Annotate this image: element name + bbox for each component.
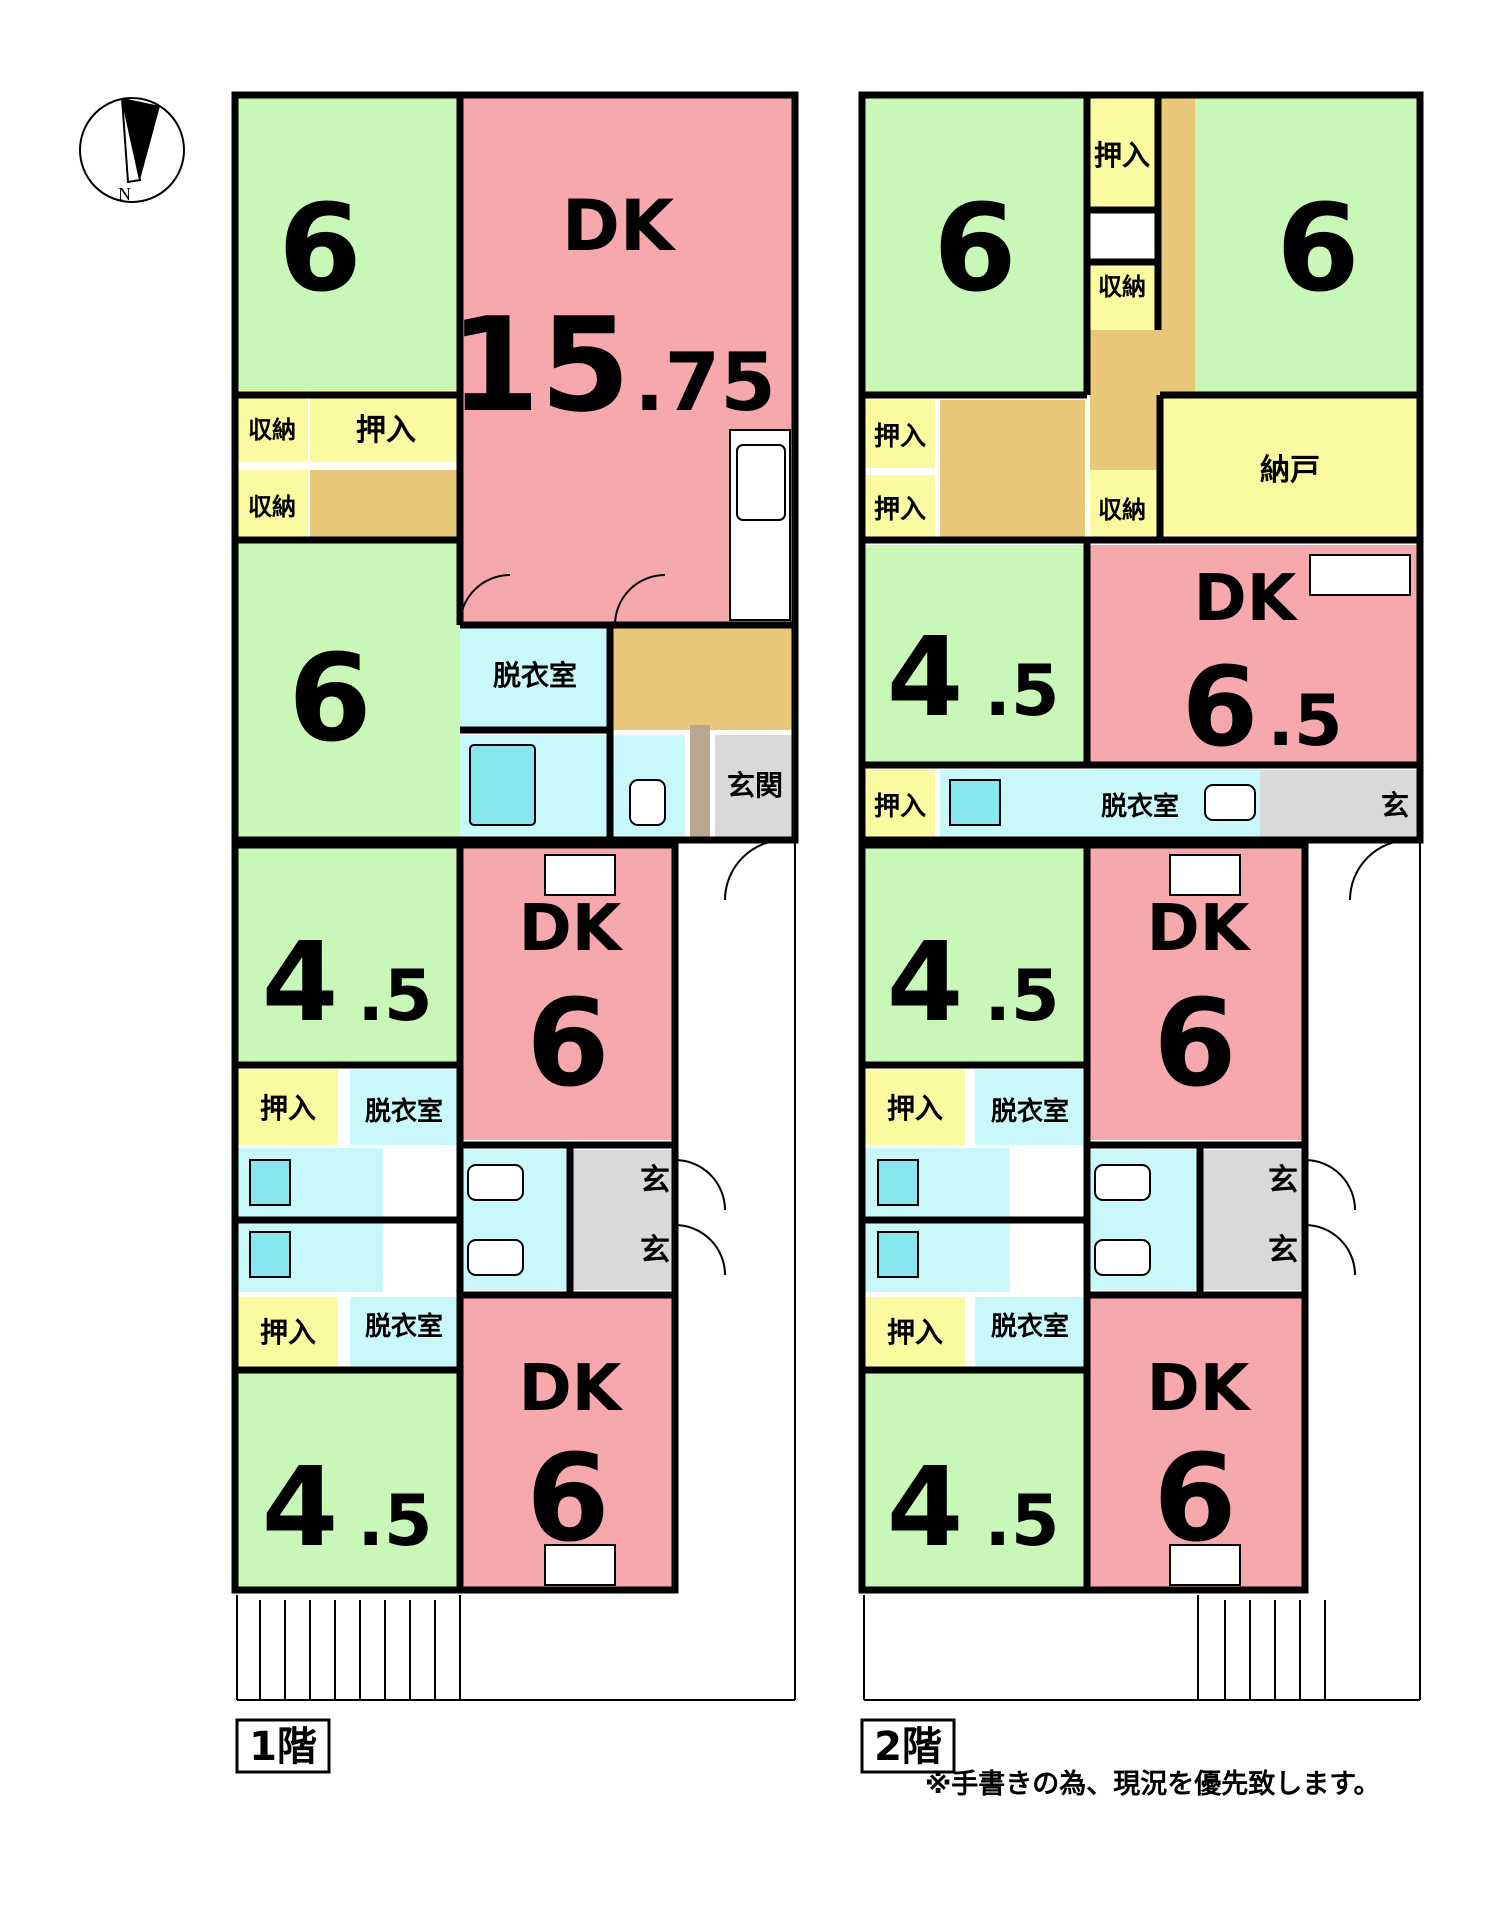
f1-datsui-top: 脱衣室 — [493, 659, 577, 692]
f1-oshiire-a: 押入 — [356, 413, 416, 448]
f1-dk-top-size-dec: .75 — [634, 336, 776, 429]
f1-unit2-dk-size: 6 — [526, 1430, 610, 1569]
floor1-label-box: 1階 — [235, 1718, 331, 1774]
f2-unit1-dk-size: 6 — [1153, 975, 1237, 1114]
f1-shuno-a: 収納 — [248, 416, 296, 444]
f2-unit2-dk-label: DK — [1147, 1352, 1252, 1426]
f2-west-mid-size-int: 4 — [887, 613, 964, 741]
north-label: N — [118, 184, 131, 204]
f1-unit1-room-size-int: 4 — [262, 918, 339, 1046]
f2-dk-mid-size-int: 6 — [1182, 643, 1259, 771]
f2-unit1-dk-label: DK — [1147, 892, 1252, 966]
f1-unit2-oshiire: 押入 — [260, 1316, 316, 1349]
f2-nando: 納戸 — [1260, 453, 1320, 488]
f1-unit2-room-size-dec: .5 — [357, 1480, 432, 1562]
f1-west-mid-room-size: 6 — [288, 630, 372, 769]
f2-datsui-mid: 脱衣室 — [1101, 791, 1179, 822]
floor1-plan: 6 DK 15 .75 収納 押入 収納 6 脱衣室 玄関 4 .5 DK 6 … — [231, 91, 799, 1701]
f2-unit1-room-size-int: 4 — [887, 918, 964, 1046]
f1-unit1-oshiire: 押入 — [260, 1092, 316, 1125]
f1-unit2-room-size-int: 4 — [262, 1443, 339, 1571]
f2-shuno-b: 収納 — [1098, 496, 1146, 524]
f1-unit1-room-size-dec: .5 — [357, 955, 432, 1037]
f1-dk-top-size-int: 15 — [450, 289, 631, 441]
f2-unit2-oshiire: 押入 — [887, 1316, 943, 1349]
f2-dk-mid-size-dec: .5 — [1267, 680, 1342, 762]
f1-west-top-room-size: 6 — [278, 180, 362, 319]
f2-unit2-dk-size: 6 — [1153, 1430, 1237, 1569]
f1-genkan: 玄関 — [727, 769, 783, 802]
f2-oshiire-a: 押入 — [874, 422, 926, 452]
disclaimer-note: ※手書きの為、現況を優先致します。 — [925, 1769, 1381, 1800]
f1-dk-top-label: DK — [562, 185, 677, 267]
f2-unit1-room-size-dec: .5 — [984, 955, 1059, 1037]
f1-unit1-dk-size: 6 — [526, 975, 610, 1114]
f2-unit1-oshiire: 押入 — [887, 1092, 943, 1125]
f2-oshiire-b: 押入 — [874, 495, 926, 525]
f2-oshiire-top: 押入 — [1094, 139, 1150, 172]
f2-unit2-room-size-dec: .5 — [984, 1480, 1059, 1562]
f1-unit2-gen: 玄 — [640, 1233, 670, 1268]
f2-unit1-datsui: 脱衣室 — [991, 1096, 1069, 1127]
f1-shuno-b: 収納 — [248, 493, 296, 521]
f2-east-top-room-size: 6 — [1276, 180, 1360, 319]
f2-gen-mid: 玄 — [1381, 789, 1409, 822]
f2-unit2-datsui: 脱衣室 — [991, 1311, 1069, 1342]
f1-unit1-gen: 玄 — [640, 1163, 670, 1198]
f2-oshiire-c: 押入 — [874, 792, 926, 822]
f2-west-mid-size-dec: .5 — [984, 650, 1059, 732]
f1-unit1-dk-label: DK — [519, 892, 624, 966]
floor1-label: 1階 — [249, 1724, 317, 1770]
f2-unit2-gen: 玄 — [1268, 1233, 1298, 1268]
f2-unit2-room-size-int: 4 — [887, 1443, 964, 1571]
f2-dk-mid-label: DK — [1194, 562, 1299, 636]
floor2-label: 2階 — [874, 1724, 942, 1770]
f1-unit1-datsui: 脱衣室 — [365, 1096, 443, 1127]
f2-west-top-room-size: 6 — [933, 180, 1017, 319]
f1-unit2-datsui: 脱衣室 — [365, 1311, 443, 1342]
f1-unit2-dk-label: DK — [519, 1352, 624, 1426]
compass: N — [79, 97, 185, 204]
f2-shuno-top: 収納 — [1098, 273, 1146, 301]
floor2-label-box: 2階 — [860, 1718, 956, 1774]
f2-unit1-gen: 玄 — [1268, 1163, 1298, 1198]
floor2-plan: 6 押入 収納 6 押入 押入 収納 納戸 4 .5 DK 6 .5 押入 脱衣… — [858, 91, 1424, 1701]
